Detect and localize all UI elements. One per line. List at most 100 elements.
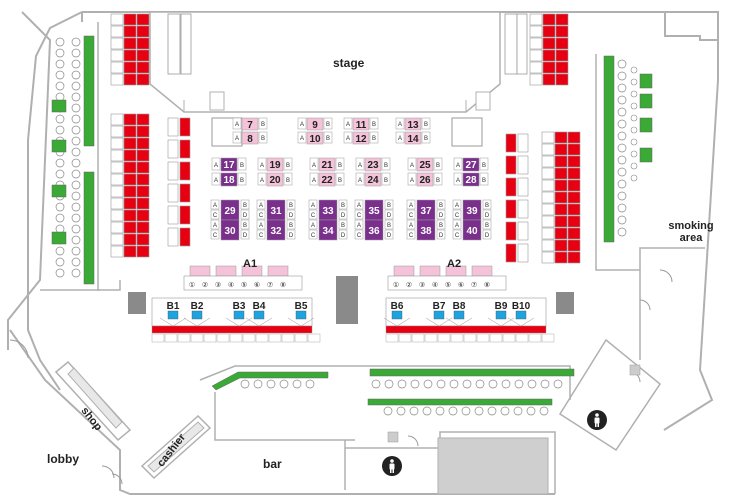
door-smoking (659, 269, 673, 283)
booths-right-seat (437, 333, 451, 343)
seat-c-letter: C (213, 233, 218, 239)
left-mid-block-seat (136, 125, 150, 138)
right-mid-block-seat (541, 131, 555, 144)
booth-marker (233, 310, 245, 320)
seat-b (433, 157, 443, 171)
seat-d-letter: D (387, 233, 392, 239)
seat-b (369, 117, 379, 130)
right-stool (617, 83, 627, 93)
booths-left-seat (164, 333, 178, 343)
seat-b-letter: B (372, 122, 376, 128)
seat-c (308, 209, 318, 220)
seat-a (453, 157, 463, 171)
seat-a (297, 131, 307, 144)
left-stool-outer (55, 70, 65, 80)
left-top-table (167, 13, 181, 75)
seat-c (308, 229, 318, 240)
seat-b-letter: B (286, 178, 290, 184)
seat-a (343, 117, 353, 130)
seat-a (211, 172, 221, 186)
left-stool (71, 213, 81, 223)
table-number: 7 (247, 120, 253, 131)
bar-stool-lower (513, 406, 523, 416)
bar-stool-lower (383, 406, 393, 416)
restroom-icon-leg (597, 423, 599, 427)
left-top-box-seat (136, 49, 150, 62)
right-top-box-seat (529, 49, 543, 62)
seat-b-letter: B (436, 163, 440, 169)
seat-c (406, 229, 416, 240)
seat-b (335, 157, 345, 171)
left-mid-block-seat (136, 197, 150, 210)
bar-green-bench-right (369, 368, 575, 377)
seat-d-letter: D (485, 233, 490, 239)
seat-b (421, 117, 431, 130)
seat-b (237, 157, 247, 171)
seat-b (283, 157, 293, 171)
a2-seat-number: ② (406, 281, 412, 289)
booths-right-red-bench (385, 325, 547, 334)
seat-d (338, 209, 348, 220)
bar-stool (527, 379, 537, 389)
seat-a (256, 219, 266, 230)
seat-a-letter: A (358, 163, 362, 169)
seat-a-letter: A (456, 163, 460, 169)
seat-a-letter: A (311, 203, 315, 209)
booths-left-seat (203, 333, 217, 343)
table-number: 36 (368, 226, 380, 237)
table-number: 20 (269, 175, 281, 186)
outer-wall-right (663, 40, 719, 431)
pillar (336, 276, 358, 324)
seat-a (343, 131, 353, 144)
left-stool-outer (55, 81, 65, 91)
left-mid-block-seat (110, 245, 124, 258)
right-mid-block-seat (554, 155, 568, 168)
table-number: 11 (356, 120, 367, 131)
left-mid-block-seat (123, 245, 137, 258)
seat-a-letter: A (259, 223, 263, 229)
seat-d-letter: D (341, 213, 346, 219)
bar-stool (410, 379, 420, 389)
seat-b-letter: B (240, 163, 244, 169)
seat-b (421, 131, 431, 144)
a1-seat-number: ① (189, 281, 195, 289)
a2-seat-number: ⑦ (471, 281, 477, 289)
right-mid-block-seat (541, 251, 555, 264)
right-top-box-seat (529, 37, 543, 50)
a1-seat-number: ⑤ (241, 281, 247, 289)
left-top-box-seat (136, 25, 150, 38)
right-stool (617, 203, 627, 213)
right-mid-block-seat (567, 227, 581, 240)
booth-marker (191, 310, 203, 320)
restroom-right-room (558, 338, 662, 452)
seat-b (240, 219, 250, 230)
seat-a (407, 172, 417, 186)
right-top-box-seat (542, 73, 556, 86)
seat-c-letter: C (311, 213, 316, 219)
seat-b (482, 199, 492, 210)
a2-table (419, 265, 441, 277)
bar-stool-lower (435, 406, 445, 416)
right-mid-block-seat (541, 155, 555, 168)
booths-right-seat (515, 333, 529, 343)
restroom-icon-leg (595, 423, 597, 427)
seat-b (323, 117, 333, 130)
seat-c (354, 229, 364, 240)
seat-c (256, 229, 266, 240)
seat-b-letter: B (485, 223, 489, 229)
seat-b-letter: B (261, 136, 265, 142)
table-number: 12 (355, 134, 367, 145)
seat-b-letter: B (338, 178, 342, 184)
left-stool-outer (55, 257, 65, 267)
seat-a-letter: A (300, 122, 304, 128)
right-mid-red (505, 199, 517, 219)
door-bar (407, 435, 419, 447)
right-top-box-seat (542, 61, 556, 74)
seat-b (384, 199, 394, 210)
right-mid-block-seat (554, 143, 568, 156)
left-top-box-seat (123, 25, 137, 38)
seat-b-letter: B (482, 178, 486, 184)
left-mid-block-seat (110, 161, 124, 174)
left-mid-red (179, 161, 191, 181)
table-pink (318, 172, 336, 187)
